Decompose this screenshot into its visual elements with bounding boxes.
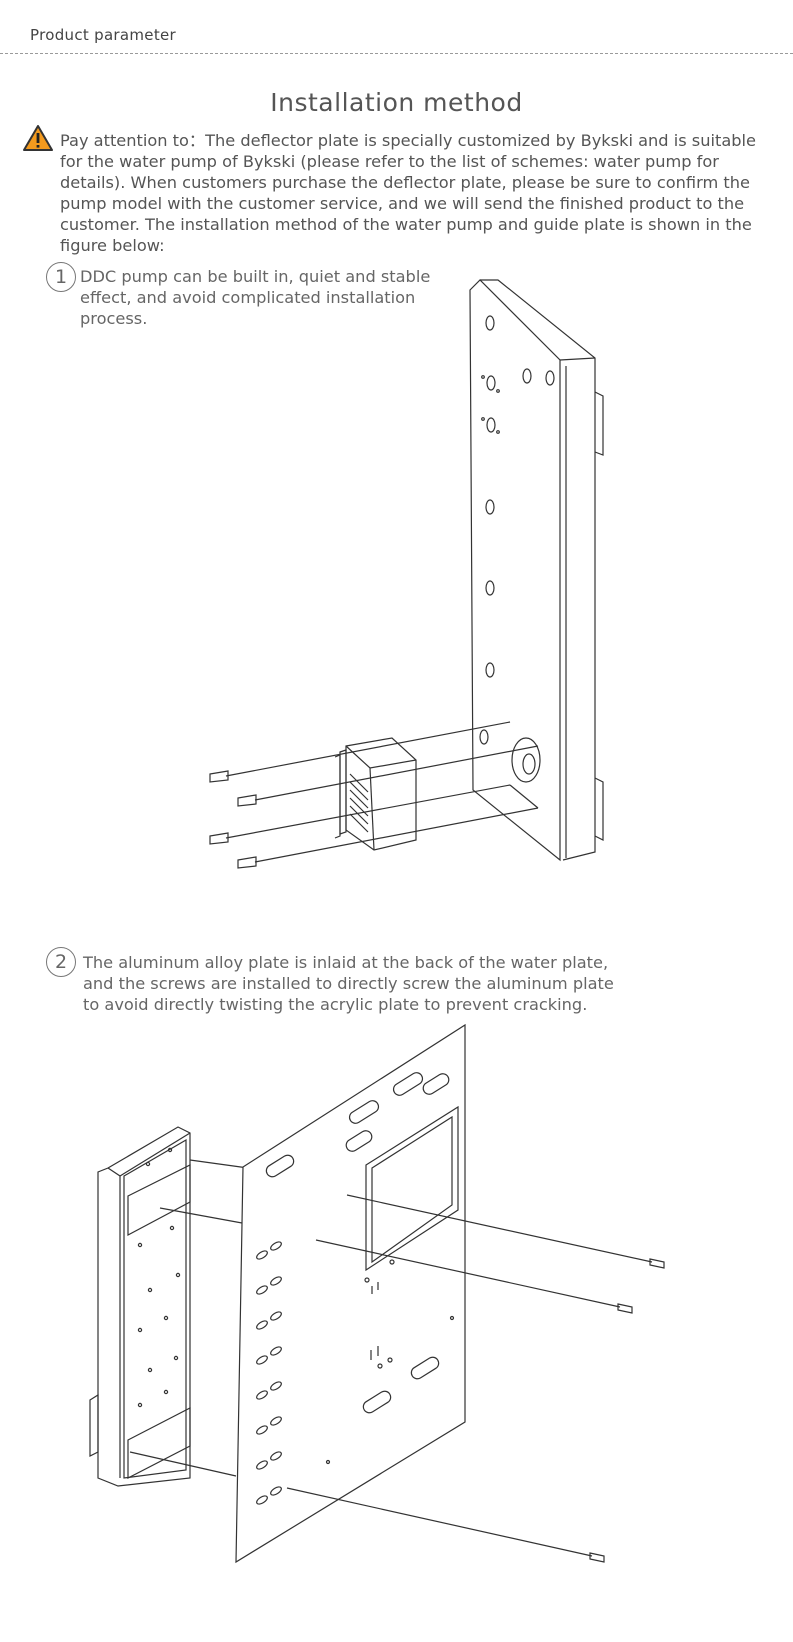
step-2-number: 2	[46, 947, 76, 977]
header-title: Product parameter	[30, 26, 177, 44]
notice-text: Pay attention to：The deflector plate is …	[60, 131, 756, 255]
step-1-number: 1	[46, 262, 76, 292]
section-title: Installation method	[270, 88, 523, 117]
warning-icon	[23, 125, 53, 151]
step-2-text: The aluminum alloy plate is inlaid at th…	[83, 953, 614, 1014]
page-header: Product parameter	[0, 0, 793, 54]
step-1-text: DDC pump can be built in, quiet and stab…	[80, 267, 431, 328]
header-divider	[0, 53, 793, 54]
